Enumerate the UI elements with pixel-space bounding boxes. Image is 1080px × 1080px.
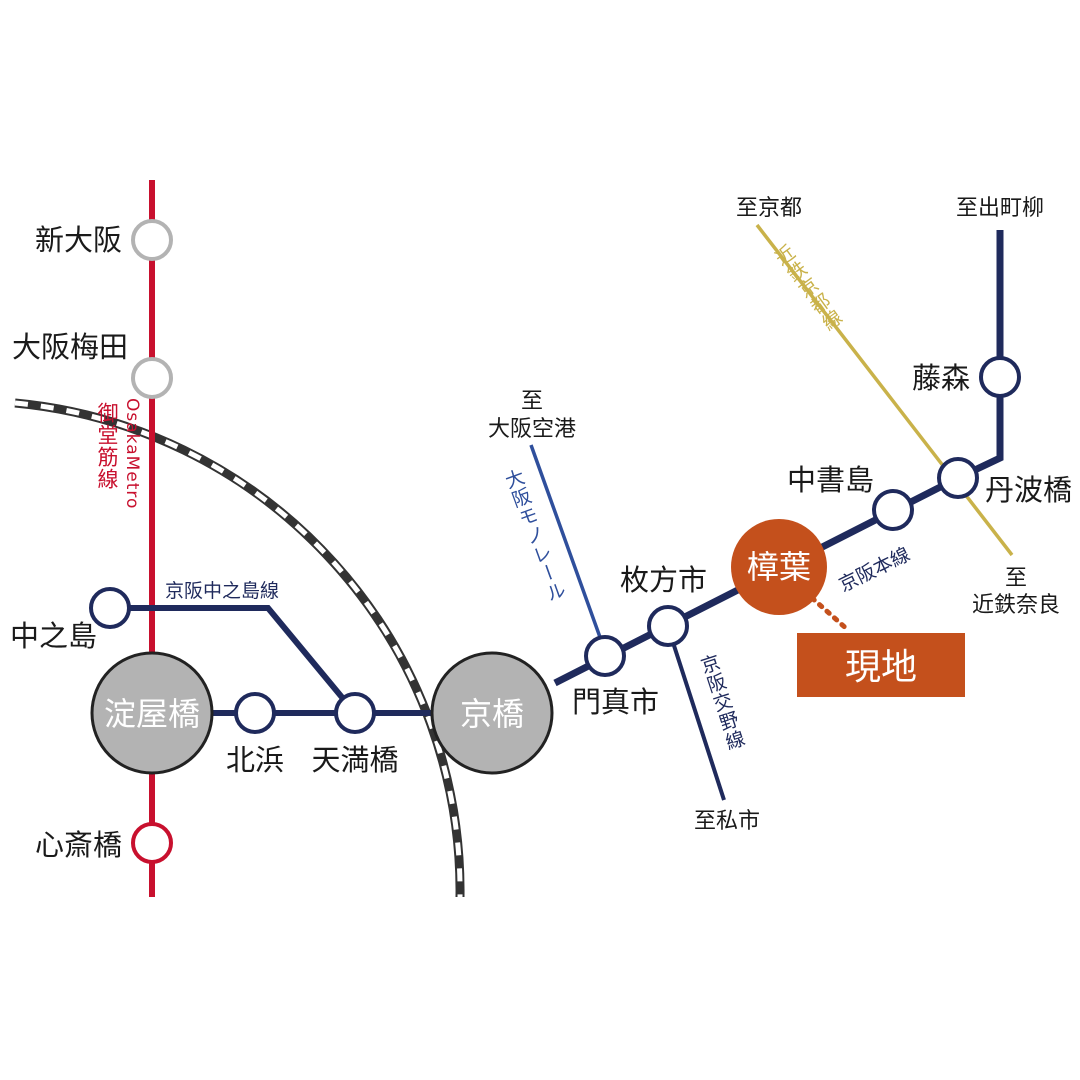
station-marker-kadomashi[interactable] bbox=[584, 635, 626, 677]
line-label-keihan-main-line: 京阪本線 bbox=[836, 543, 914, 596]
line-label-kintetsu-kyoto-line: 近鉄京都線 bbox=[769, 241, 846, 335]
station-marker-hirakatashi[interactable] bbox=[647, 605, 689, 647]
line-label-osaka-monorail: 大阪モノレール bbox=[500, 466, 569, 605]
line-label-nakanoshima-line: 京阪中之島線 bbox=[165, 580, 279, 602]
line-label-osaka-metro: OsakaMetro bbox=[122, 398, 142, 509]
station-label-kitahama: 北浜 bbox=[226, 743, 284, 777]
station-marker-fujinomori[interactable] bbox=[979, 356, 1021, 398]
station-marker-nakashojima[interactable] bbox=[872, 489, 914, 531]
station-label-hirakatashi: 枚方市 bbox=[620, 563, 707, 597]
station-marker-temmabashi[interactable] bbox=[334, 692, 376, 734]
station-marker-shinsaibashi[interactable] bbox=[131, 822, 173, 864]
site-marker-label: 現地 bbox=[845, 647, 917, 688]
station-label-kyobashi: 京橋 bbox=[460, 695, 524, 733]
station-marker-yodoyabashi[interactable] bbox=[90, 651, 214, 775]
station-label-fujinomori: 藤森 bbox=[912, 361, 970, 395]
station-label-osaka-umeda: 大阪梅田 bbox=[12, 330, 128, 364]
destination-nara-prefix: 至 bbox=[1005, 566, 1027, 591]
site-connector bbox=[809, 595, 851, 633]
station-marker-kyobashi[interactable] bbox=[430, 651, 554, 775]
destination-kyoto: 至京都 bbox=[736, 196, 802, 221]
osaka-monorail-line bbox=[529, 444, 603, 641]
osaka-loop-line bbox=[14, 398, 465, 898]
line-label-midosuji-line: 御堂筋線 bbox=[95, 402, 119, 490]
station-label-kadomashi: 門真市 bbox=[572, 685, 659, 719]
station-label-tambabashi: 丹波橋 bbox=[985, 473, 1072, 507]
destination-airport: 大阪空港 bbox=[488, 417, 576, 442]
station-label-shin-osaka: 新大阪 bbox=[35, 223, 122, 257]
kintetsu-kyoto-line bbox=[755, 223, 1014, 557]
station-label-kuzuha: 樟葉 bbox=[747, 548, 811, 586]
station-marker-shin-osaka[interactable] bbox=[131, 219, 173, 261]
station-marker-nakanoshima[interactable] bbox=[89, 587, 131, 629]
station-label-temmabashi: 天満橋 bbox=[311, 743, 398, 777]
keihan-nakanoshima-line bbox=[110, 605, 358, 715]
station-marker-kuzuha[interactable] bbox=[731, 519, 827, 615]
keihan-main-line-east bbox=[553, 230, 1004, 687]
destination-kisaichi: 至私市 bbox=[694, 809, 760, 834]
station-label-shinsaibashi: 心斎橋 bbox=[35, 828, 122, 862]
site-marker-box[interactable] bbox=[797, 633, 965, 697]
destination-demachiyanagi: 至出町柳 bbox=[956, 196, 1044, 221]
station-marker-osaka-umeda[interactable] bbox=[131, 357, 173, 399]
destination-airport-prefix: 至 bbox=[521, 389, 543, 414]
station-marker-tambabashi[interactable] bbox=[937, 457, 979, 499]
keihan-katano-line bbox=[666, 626, 726, 801]
destination-nara: 近鉄奈良 bbox=[972, 593, 1060, 618]
station-label-yodoyabashi: 淀屋橋 bbox=[104, 695, 200, 733]
station-label-nakanoshima: 中之島 bbox=[10, 619, 97, 653]
station-label-nakashojima: 中書島 bbox=[787, 463, 874, 497]
station-marker-kitahama[interactable] bbox=[234, 692, 276, 734]
